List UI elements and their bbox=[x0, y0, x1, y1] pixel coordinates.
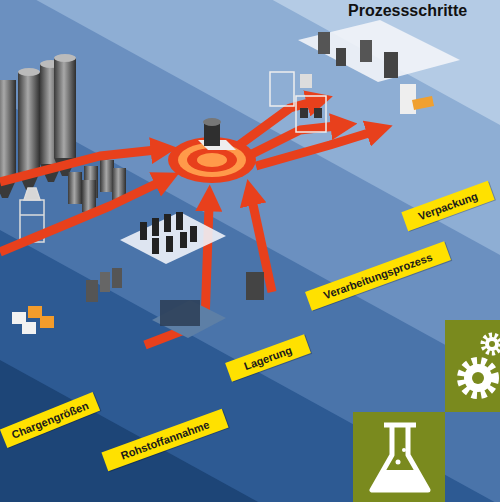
container bbox=[152, 238, 159, 254]
bubble bbox=[396, 460, 401, 465]
bubble bbox=[402, 448, 406, 452]
machine bbox=[300, 74, 312, 88]
container bbox=[140, 222, 147, 240]
gear-hole bbox=[472, 372, 484, 384]
bag bbox=[28, 306, 42, 318]
container bbox=[180, 232, 187, 248]
machine bbox=[100, 272, 110, 292]
box-pile bbox=[412, 96, 434, 110]
machine bbox=[336, 48, 346, 66]
gear bbox=[485, 337, 499, 351]
hopper bbox=[24, 188, 40, 200]
mixer-top bbox=[203, 118, 221, 126]
machine bbox=[384, 52, 398, 78]
target-ring bbox=[187, 148, 237, 172]
platform bbox=[298, 20, 460, 82]
machine-cabin bbox=[160, 300, 200, 326]
container bbox=[190, 226, 197, 242]
silo bbox=[82, 180, 96, 212]
machine bbox=[246, 272, 264, 300]
silo bbox=[100, 160, 114, 192]
silo bbox=[54, 58, 76, 158]
storage-equipment bbox=[86, 212, 264, 338]
gear-teeth bbox=[483, 335, 500, 353]
silo bbox=[68, 172, 82, 204]
rack-frame bbox=[20, 214, 44, 216]
machine bbox=[360, 40, 372, 62]
machine bbox=[112, 268, 122, 288]
container bbox=[152, 218, 159, 236]
gear-tile bbox=[445, 320, 500, 412]
platform bbox=[120, 212, 226, 264]
tile bbox=[353, 412, 445, 502]
silo bbox=[0, 80, 16, 180]
flask bbox=[372, 425, 428, 490]
diagram-title: Prozessschritte bbox=[348, 2, 467, 20]
machine bbox=[400, 84, 416, 114]
processing-equipment bbox=[270, 20, 460, 132]
silo-top bbox=[54, 54, 76, 62]
bag bbox=[22, 322, 36, 334]
target-symbol bbox=[168, 118, 256, 183]
lab-tile bbox=[353, 412, 445, 502]
silo-top bbox=[18, 68, 40, 76]
flow-arrow bbox=[0, 150, 156, 182]
gear-hole bbox=[489, 341, 495, 347]
machine bbox=[86, 280, 98, 302]
gear-teeth bbox=[461, 361, 495, 395]
rack-frame bbox=[296, 96, 326, 132]
machine bbox=[314, 108, 322, 118]
container bbox=[176, 212, 183, 230]
bag bbox=[40, 316, 54, 328]
machine bbox=[318, 32, 330, 54]
container bbox=[164, 214, 171, 232]
rack-frame bbox=[270, 72, 294, 106]
target-ring bbox=[197, 153, 227, 167]
container bbox=[166, 236, 173, 252]
flow-arrow bbox=[256, 132, 372, 166]
gear bbox=[464, 364, 492, 392]
tile bbox=[445, 320, 500, 412]
machine bbox=[300, 108, 308, 118]
goods-pile bbox=[12, 306, 54, 334]
silo bbox=[18, 72, 40, 172]
machine-cabin bbox=[152, 300, 226, 338]
